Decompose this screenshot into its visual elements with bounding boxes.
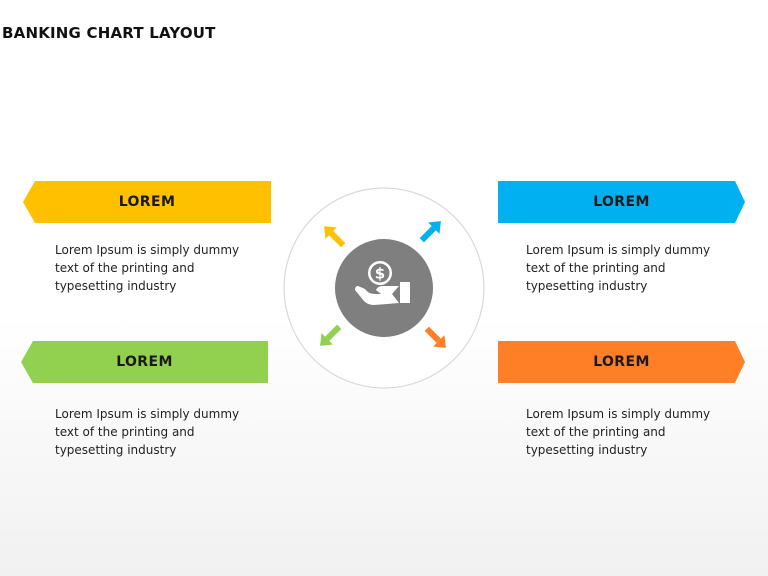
- description-line: typesetting industry: [526, 443, 648, 457]
- arrow-up-left-icon: [324, 226, 346, 248]
- arrow-down-left-icon: [320, 324, 342, 346]
- banner-bottom-right: LOREM: [498, 341, 745, 383]
- description-top-right: Lorem Ipsum is simply dummy text of the …: [526, 241, 726, 295]
- description-bottom-right: Lorem Ipsum is simply dummy text of the …: [526, 405, 726, 459]
- description-line: typesetting industry: [55, 443, 177, 457]
- description-line: text of the printing and: [526, 261, 666, 275]
- description-line: typesetting industry: [55, 279, 177, 293]
- description-line: text of the printing and: [55, 425, 195, 439]
- hand-holding-dollar-icon: $: [355, 261, 410, 305]
- banner-bottom-left: LOREM: [21, 341, 268, 383]
- description-top-left: Lorem Ipsum is simply dummy text of the …: [55, 241, 255, 295]
- banner-top-left: LOREM: [23, 181, 271, 223]
- description-line: Lorem Ipsum is simply dummy: [526, 243, 711, 257]
- page-title: BANKING CHART LAYOUT: [2, 24, 216, 42]
- description-line: typesetting industry: [526, 279, 648, 293]
- description-line: text of the printing and: [526, 425, 666, 439]
- banner-label: LOREM: [118, 194, 176, 210]
- description-bottom-left: Lorem Ipsum is simply dummy text of the …: [55, 405, 255, 459]
- banner-label: LOREM: [593, 194, 650, 210]
- svg-text:$: $: [375, 265, 385, 283]
- center-graphic: $: [283, 187, 485, 389]
- description-line: Lorem Ipsum is simply dummy: [55, 243, 240, 257]
- description-line: Lorem Ipsum is simply dummy: [526, 407, 711, 421]
- banner-label: LOREM: [593, 354, 650, 370]
- banner-label: LOREM: [116, 354, 173, 370]
- description-line: Lorem Ipsum is simply dummy: [55, 407, 240, 421]
- arrow-up-right-icon: [419, 221, 441, 243]
- banner-top-right: LOREM: [498, 181, 745, 223]
- description-line: text of the printing and: [55, 261, 195, 275]
- arrow-down-right-icon: [424, 326, 446, 348]
